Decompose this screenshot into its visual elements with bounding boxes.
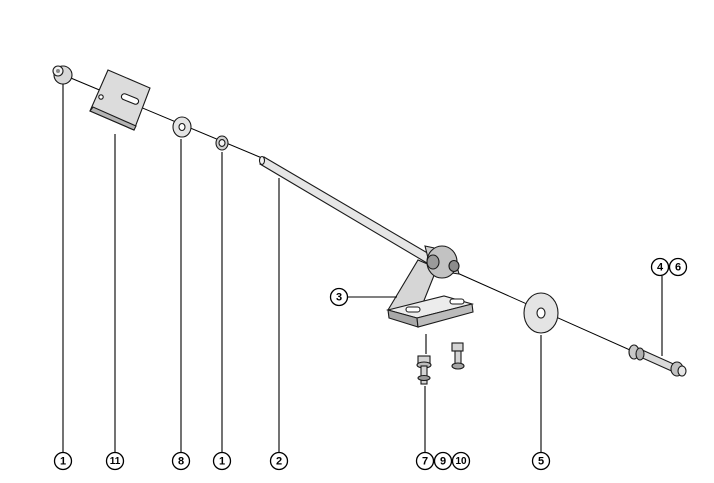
svg-text:4: 4	[657, 262, 664, 274]
callout-3: 3	[329, 287, 349, 307]
svg-text:5: 5	[538, 456, 544, 468]
svg-text:7: 7	[422, 456, 428, 468]
part-bracket	[385, 245, 475, 328]
callout-9: 9	[433, 451, 453, 471]
svg-text:3: 3	[336, 292, 342, 304]
svg-text:1: 1	[60, 456, 66, 468]
callout-1-right: 1	[212, 451, 232, 471]
svg-text:11: 11	[110, 456, 121, 467]
part-bolt-with-washer	[416, 355, 432, 385]
svg-text:6: 6	[675, 262, 681, 274]
svg-text:10: 10	[455, 456, 467, 467]
part-washer-large	[523, 292, 559, 334]
part-long-bolt	[628, 344, 687, 377]
callout-4: 4	[650, 257, 670, 277]
svg-text:2: 2	[276, 456, 282, 468]
part-washer-small	[172, 116, 192, 138]
part-nut-right	[215, 135, 229, 151]
callout-6: 6	[668, 257, 688, 277]
callout-1-left: 1	[53, 451, 73, 471]
part-rod	[258, 155, 437, 267]
callout-5: 5	[531, 451, 551, 471]
callout-8: 8	[171, 451, 191, 471]
svg-text:9: 9	[440, 456, 446, 468]
part-bolt-short	[451, 342, 465, 370]
callout-10: 10	[451, 451, 471, 471]
svg-text:8: 8	[178, 456, 184, 468]
callout-7: 7	[415, 451, 435, 471]
part-cap-nut-left	[52, 65, 73, 85]
part-mounting-plate	[89, 69, 151, 131]
callout-11: 11	[105, 451, 125, 471]
assembly-axis-left	[65, 75, 263, 159]
callout-2: 2	[269, 451, 289, 471]
svg-text:1: 1	[219, 456, 225, 468]
